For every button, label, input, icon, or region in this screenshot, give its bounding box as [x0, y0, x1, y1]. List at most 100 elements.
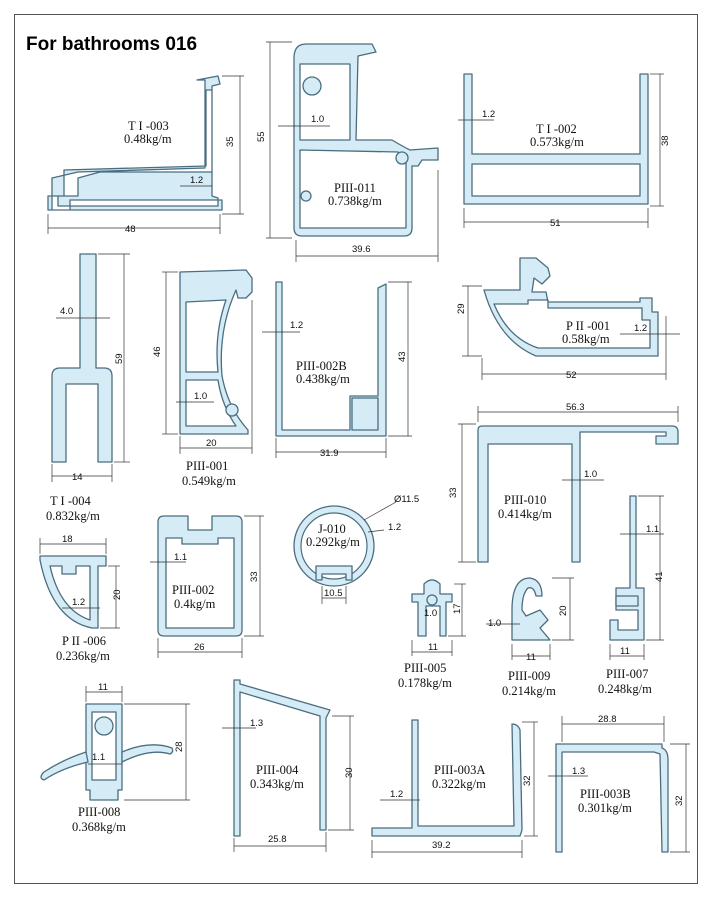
profile-p3007-shape: [609, 495, 645, 641]
ti003-weight: 0.48kg/m: [124, 132, 172, 146]
p3002-dim-2: 26: [194, 642, 205, 653]
profile-ti002: 1.2 38 51 T I -002 0.573kg/m: [458, 73, 671, 229]
p3003a-dim-0: 32: [522, 775, 533, 786]
p3003a-weight: 0.322kg/m: [432, 777, 486, 791]
p3008-dim-2: 1.1: [92, 752, 105, 763]
profile-ti004: 4.0 59 14 T I -004 0.832kg/m: [46, 253, 130, 523]
profile-p3005-shape: [411, 579, 453, 637]
ti003-dim-0: 35: [225, 136, 236, 147]
profile-p3003b-shape: [555, 743, 669, 853]
p2006-dim-1: 20: [112, 589, 123, 600]
p3011-dim-1: 1.0: [311, 114, 324, 125]
profile-p3010: 56.3 33 1.0 PIII-010 0.414kg/m: [448, 402, 679, 563]
ti003-dim-2: 48: [125, 224, 136, 235]
p3008-dim-1: 28: [174, 741, 185, 752]
profile-p2006: 18 20 1.2 P II -006 0.236kg/m: [39, 534, 123, 663]
profile-p3002: 1.1 33 26 PIII-002 0.4kg/m: [150, 515, 264, 658]
p2001-code: P II -001: [566, 319, 610, 333]
p3007-dim-2: 11: [620, 646, 630, 657]
p3007-slot-icon: [615, 595, 639, 607]
p3004-weight: 0.343kg/m: [250, 777, 304, 791]
p3001-weight: 0.549kg/m: [182, 474, 236, 488]
p3001-code: PIII-001: [186, 459, 228, 473]
p3005-dim-2: 11: [428, 642, 438, 653]
ti004-code: T I -004: [50, 494, 91, 508]
ti002-dim-2: 51: [550, 218, 561, 229]
p3005-screw-port-icon: [426, 594, 438, 606]
p3009-dim-0: 20: [558, 605, 569, 616]
p3008-code: PIII-008: [78, 805, 120, 819]
p2006-weight: 0.236kg/m: [56, 649, 110, 663]
profile-p3011: 55 1.0 39.6 PIII-011 0.738kg/m: [256, 41, 439, 262]
p3002-code: PIII-002: [172, 583, 214, 597]
p3008-screw-port-icon: [94, 716, 114, 736]
profile-p3002-shape: [157, 515, 243, 637]
p3001-dim-1: 1.0: [194, 391, 207, 402]
ti002-dim-0: 1.2: [482, 109, 495, 120]
j010-weight: 0.292kg/m: [306, 535, 360, 549]
p3002b-slot-icon: [351, 397, 379, 431]
p3010-code: PIII-010: [504, 493, 546, 507]
p2001-weight: 0.58kg/m: [562, 332, 610, 346]
p3004-dim-2: 25.8: [268, 834, 287, 845]
p3001-dim-2: 20: [206, 438, 217, 449]
p3002b-dim-1: 43: [397, 351, 408, 362]
p3003b-dim-1: 1.3: [572, 766, 585, 777]
p3003b-code: PIII-003B: [580, 787, 631, 801]
p3009-dim-1: 1.0: [488, 618, 501, 629]
p3007-weight: 0.248kg/m: [598, 682, 652, 696]
j010-code: J-010: [318, 522, 346, 536]
ti004-dim-0: 4.0: [60, 306, 73, 317]
profile-p3001: 46 1.0 20 PIII-001 0.549kg/m: [152, 269, 253, 488]
p3008-dim-0: 11: [98, 682, 108, 693]
p3010-dim-2: 1.0: [584, 469, 597, 480]
p3010-weight: 0.414kg/m: [498, 507, 552, 521]
j010-dim-1: 1.2: [388, 522, 401, 533]
p3003a-dim-2: 39.2: [432, 840, 451, 851]
p2001-dim-0: 29: [456, 303, 467, 314]
p3002b-code: PIII-002B: [296, 359, 347, 373]
p3001-dim-0: 46: [152, 346, 163, 357]
p3011-dim-2: 39.6: [352, 244, 371, 255]
p3009-code: PIII-009: [508, 669, 550, 683]
p3002-dim-1: 33: [249, 571, 260, 582]
p2006-code: P II -006: [62, 634, 106, 648]
profile-p3008-shape: [85, 703, 123, 801]
page-title: For bathrooms 016: [26, 34, 198, 55]
p3002b-weight: 0.438kg/m: [296, 372, 350, 386]
p3011-slot-icon: [302, 76, 322, 96]
profile-p3003a-shape: [371, 719, 523, 837]
ti002-weight: 0.573kg/m: [530, 135, 584, 149]
p3003b-dim-0: 28.8: [598, 714, 617, 725]
ti004-dim-1: 59: [114, 353, 125, 364]
profile-p3008: 11 28 1.1 PIII-008 0.368kg/m: [40, 682, 190, 834]
p2001-dim-2: 52: [566, 370, 577, 381]
profile-p3009-shape: [511, 577, 551, 641]
p3003b-dim-2: 32: [674, 795, 685, 806]
profile-p3009: 20 1.0 11 PIII-009 0.214kg/m: [486, 577, 574, 698]
profile-p2006-shape: [39, 555, 107, 629]
p3007-code: PIII-007: [606, 667, 648, 681]
p3002-dim-0: 1.1: [174, 552, 187, 563]
ti004-dim-2: 14: [72, 472, 83, 483]
p3003a-code: PIII-003A: [434, 763, 485, 777]
j010-dim-0: Ø11.5: [394, 494, 419, 505]
j010-bottom-channel: [315, 565, 353, 581]
profile-ti004-shape: [51, 253, 113, 463]
profile-p3002b: 1.2 43 31.9 PIII-002B 0.438kg/m: [262, 281, 412, 459]
p3011-code: PIII-011: [334, 181, 376, 195]
p3005-dim-0: 17: [452, 603, 463, 614]
ti003-code: T I -003: [128, 119, 169, 133]
p3010-dim-1: 33: [448, 487, 459, 498]
p3009-dim-2: 11: [526, 652, 536, 663]
p3008-weight: 0.368kg/m: [72, 820, 126, 834]
p3011-screw-port-icon: [300, 190, 312, 202]
p3011-weight: 0.738kg/m: [328, 194, 382, 208]
p3008-left-fin: [40, 751, 89, 781]
j010-dim-2: 10.5: [324, 588, 343, 599]
p3005-dim-1: 1.0: [424, 608, 437, 619]
profile-p3005: 17 1.0 11 PIII-005 0.178kg/m: [398, 579, 466, 690]
p3002-weight: 0.4kg/m: [174, 597, 216, 611]
p3007-dim-0: 1.1: [646, 524, 659, 535]
profile-p3001-shape: [179, 269, 253, 435]
